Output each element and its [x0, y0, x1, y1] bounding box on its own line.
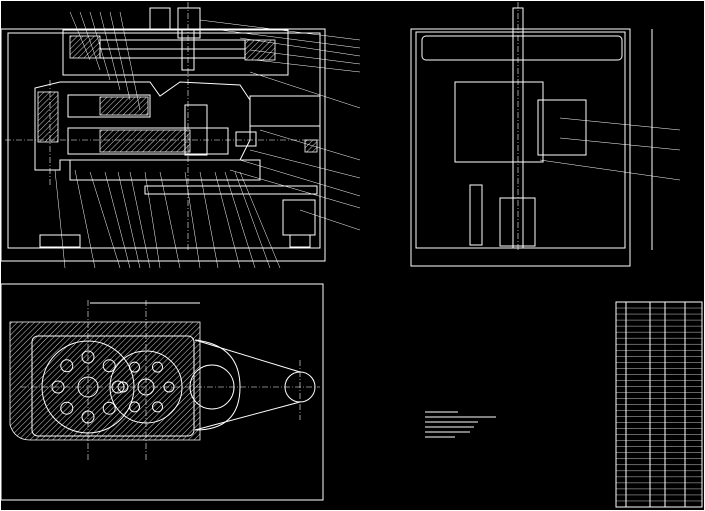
motor-top-left: [149, 7, 171, 31]
bolt-hole: [163, 381, 175, 393]
bolt-hole: [60, 401, 74, 415]
right-fitting: [304, 139, 318, 153]
bolt-hole: [117, 381, 129, 393]
leader-lines-right: [199, 19, 361, 231]
upper-gear-section: [99, 96, 149, 116]
lower-gear-section: [99, 129, 191, 153]
bolt-hole: [152, 361, 163, 373]
upper-shaft: [67, 94, 151, 118]
side-lower-unit: [499, 197, 536, 247]
side-gear-cover: [537, 99, 587, 156]
belt-guard: [194, 339, 241, 431]
right-housing-step: [249, 95, 321, 127]
leader-lines-bottom: [54, 169, 281, 269]
side-motor-body: [454, 81, 544, 163]
bolt-hole: [102, 359, 116, 373]
leader-lines-top: [69, 11, 141, 111]
small-motor: [282, 199, 316, 236]
front-section-view: [0, 2, 361, 269]
base-plate: [69, 159, 261, 181]
bolt-hole: [152, 401, 163, 413]
bolt-hole: [51, 380, 65, 394]
motor-top-right: [177, 7, 201, 39]
top-housing-wall: [9, 321, 201, 441]
lower-shaft: [67, 127, 229, 155]
foot-right: [289, 234, 311, 248]
top-housing-cavity: [31, 335, 195, 437]
side-view: [410, 2, 681, 267]
side-view-frame: [410, 28, 631, 267]
top-view: [0, 283, 324, 501]
bolt-hole: [81, 410, 95, 424]
gearbox-casing: [62, 29, 289, 76]
guide-rail: [144, 185, 318, 195]
bolt-hole: [102, 401, 116, 415]
bolt-hole: [60, 359, 74, 373]
side-column: [469, 184, 483, 246]
gear-bolt-holes: [51, 350, 175, 424]
left-bearing-section: [37, 91, 59, 143]
bolt-hole: [129, 401, 140, 413]
bom-rows: [616, 307, 702, 502]
machine-housing-outline: [7, 32, 321, 249]
technical-notes: [425, 411, 496, 438]
hub-right: [235, 131, 257, 147]
central-gear-block: [184, 104, 208, 156]
gearbox-right-wall-section: [244, 39, 276, 61]
side-housing: [415, 31, 626, 249]
title-block: [615, 301, 703, 508]
foot-left: [39, 234, 81, 248]
side-top-beam: [421, 35, 623, 61]
gearbox-left-wall-section: [69, 35, 101, 59]
bolt-hole: [129, 361, 140, 373]
bolt-hole: [111, 380, 125, 394]
bolt-hole: [81, 350, 95, 364]
